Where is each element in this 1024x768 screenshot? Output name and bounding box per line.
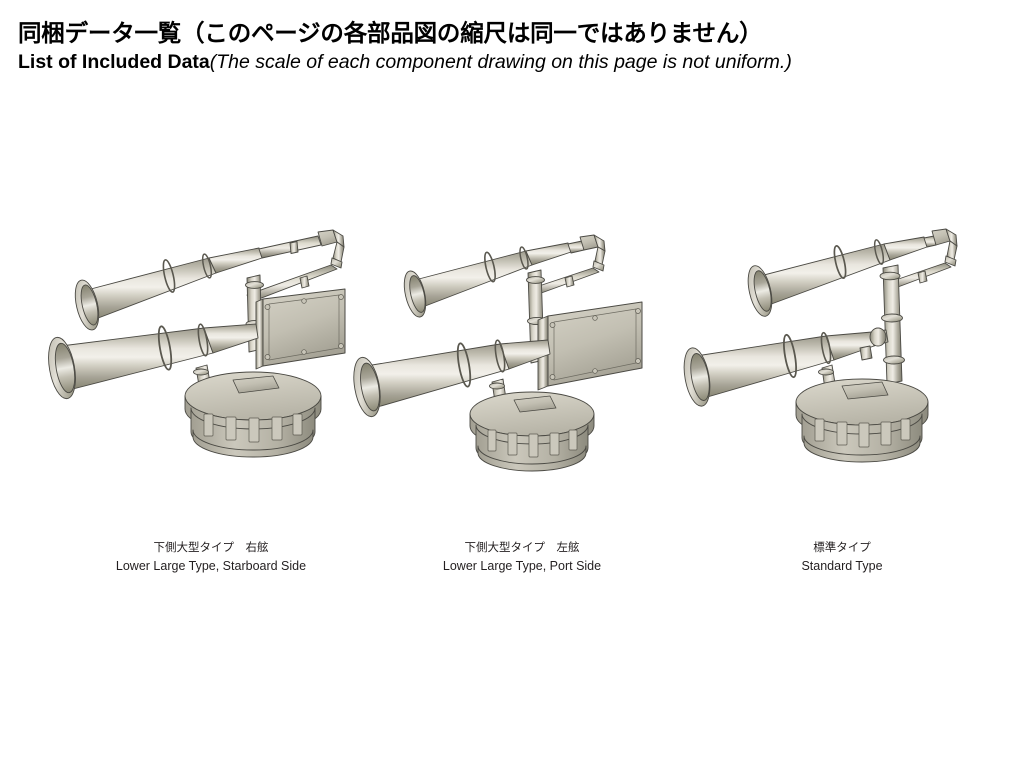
junction-box-port (537, 301, 643, 391)
upper-horn-standard (747, 236, 928, 317)
page-header: 同梱データ一覧（このページの各部品図の縮尺は同一ではありません） List of… (18, 18, 1018, 75)
caption-japanese-standard: 標準タイプ (813, 542, 871, 554)
lower-horn-standard (683, 331, 875, 407)
upper-horn-starboard (74, 247, 263, 331)
caption-english-standard: Standard Type (801, 559, 883, 574)
figure-gallery: 下側大型タイプ 右舷 Lower Large Type, Starboard S… (0, 218, 1024, 588)
page-title-english-line: List of Included Data(The scale of each … (18, 50, 1018, 76)
lower-horn-starboard (48, 323, 259, 400)
caption-japanese-starboard: 下側大型タイプ 右舷 (153, 542, 269, 554)
figure-caption-port: 下側大型タイプ 左舷 Lower Large Type, Port Side (352, 540, 692, 576)
caption-english-starboard: Lower Large Type, Starboard Side (115, 559, 307, 574)
pedestal-base-starboard (184, 371, 322, 458)
pedestal-base-port (469, 391, 595, 472)
page-title-scale-note: (The scale of each component drawing on … (209, 50, 792, 73)
page-title-japanese: 同梱データ一覧（このページの各部品図の縮尺は同一ではありません） (18, 20, 763, 46)
caption-english-port: Lower Large Type, Port Side (442, 559, 602, 574)
horn-assembly-illustration-standard (672, 218, 1012, 498)
horn-assembly-illustration-port (352, 218, 692, 498)
upper-horn-port (403, 242, 572, 318)
horn-assembly-illustration-starboard (41, 218, 381, 498)
lower-horn-port (353, 339, 551, 418)
pedestal-base-standard (795, 378, 929, 463)
upper-horn-pipe-elbow-port (567, 234, 606, 272)
figure-lower-large-starboard: 下側大型タイプ 右舷 Lower Large Type, Starboard S… (41, 218, 381, 588)
figure-lower-large-port: 下側大型タイプ 左舷 Lower Large Type, Port Side (352, 218, 692, 588)
figure-caption-starboard: 下側大型タイプ 右舷 Lower Large Type, Starboard S… (41, 540, 381, 576)
figure-standard-type: 標準タイプ Standard Type (672, 218, 1012, 588)
page-title-english: List of Included Data (18, 50, 210, 73)
junction-box-starboard (255, 288, 346, 370)
caption-japanese-port: 下側大型タイプ 左舷 (464, 542, 580, 554)
support-column-standard (879, 264, 905, 385)
figure-caption-standard: 標準タイプ Standard Type (672, 540, 1012, 576)
upper-horn-pipe-elbow-standard (923, 228, 958, 267)
upper-horn-pipe-elbow-starboard (258, 229, 345, 269)
